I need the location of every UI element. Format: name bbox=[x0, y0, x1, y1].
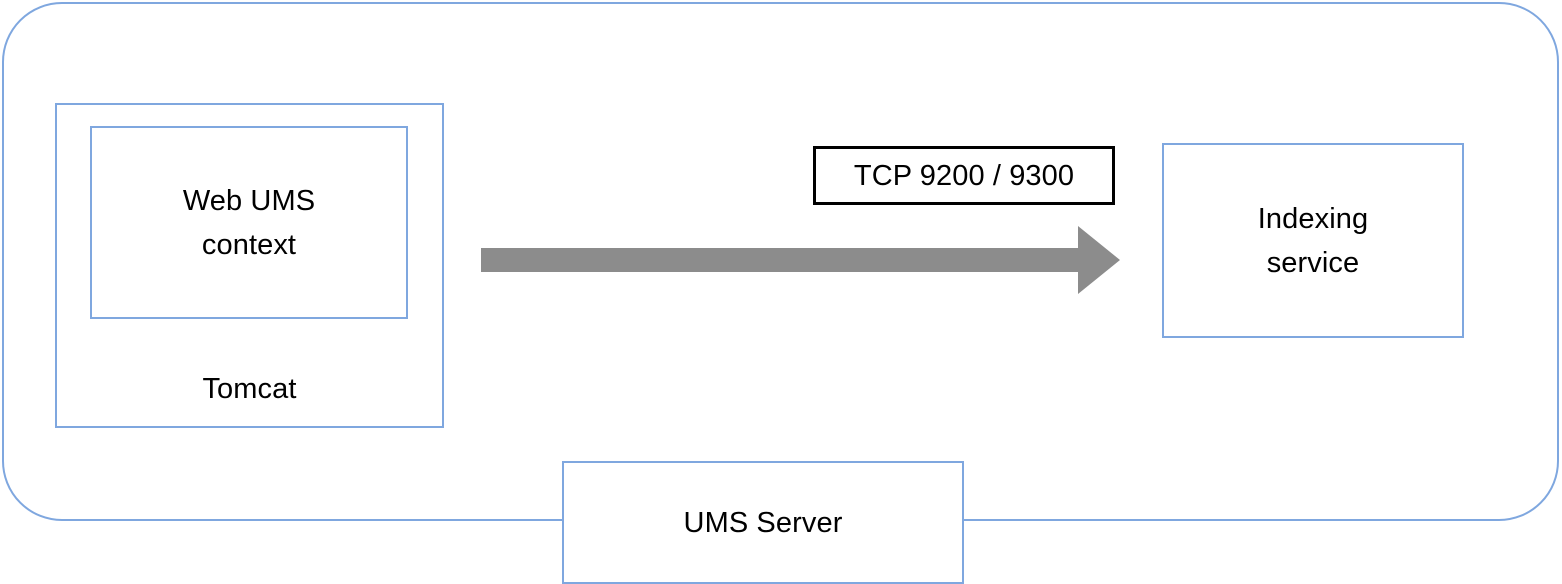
ums-server-box: UMS Server bbox=[562, 461, 964, 584]
indexing-service-label: Indexing service bbox=[1257, 202, 1369, 279]
tcp-protocol-label-box: TCP 9200 / 9300 bbox=[813, 146, 1115, 205]
right-arrow-icon bbox=[481, 226, 1120, 294]
indexing-service-box: Indexing service bbox=[1162, 143, 1464, 338]
connection-arrow bbox=[481, 226, 1121, 294]
web-ums-context-box: Web UMS context bbox=[90, 126, 408, 319]
ums-server-label: UMS Server bbox=[683, 506, 843, 539]
web-ums-context-label: Web UMS context bbox=[182, 184, 316, 261]
tcp-protocol-label: TCP 9200 / 9300 bbox=[853, 159, 1075, 192]
tomcat-label: Tomcat bbox=[202, 373, 297, 405]
